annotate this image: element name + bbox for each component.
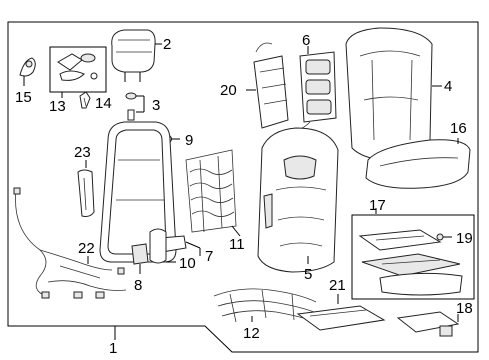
part-17-cushion-module (351, 208, 475, 300)
assembly-border (7, 21, 479, 353)
callout-2: 2 (163, 36, 171, 53)
part-14-bracket (79, 91, 91, 109)
part-19-clip (436, 233, 452, 241)
callout-17: 17 (369, 197, 386, 214)
part-2-headrest (111, 29, 162, 82)
callout-1: 1 (109, 340, 117, 357)
callout-22: 22 (78, 240, 95, 257)
callout-18: 18 (456, 300, 473, 317)
part-11-spring-mat (185, 149, 241, 237)
callout-5: 5 (304, 266, 312, 283)
part-6-lumbar-bladders (293, 46, 337, 130)
part-13-clip-set (49, 46, 107, 98)
part-22-wiring-harness (13, 187, 127, 299)
callout-labels: 1 2 3 4 5 6 7 8 9 10 11 12 13 14 15 16 1… (15, 32, 473, 357)
part-12-seat-wire-frame (213, 288, 317, 323)
part-23-side-panel (77, 160, 95, 217)
callout-9: 9 (185, 132, 193, 149)
callout-4: 4 (444, 78, 452, 95)
callout-21: 21 (329, 277, 346, 294)
callout-8: 8 (134, 277, 142, 294)
callout-14: 14 (95, 95, 112, 112)
part-20-lumbar-panel (246, 42, 289, 129)
part-8-recliner (131, 243, 149, 274)
callout-13: 13 (49, 98, 66, 115)
part-15-knob (19, 57, 36, 86)
callout-10: 10 (179, 255, 196, 272)
part-10-recliner-handle (149, 228, 176, 264)
callout-15: 15 (15, 89, 32, 106)
callout-12: 12 (243, 325, 260, 342)
callout-6: 6 (302, 32, 310, 49)
callout-11: 11 (229, 236, 245, 253)
callout-7: 7 (205, 248, 213, 265)
callout-20: 20 (220, 82, 237, 99)
part-16-seat-cushion-cover (365, 138, 471, 189)
part-21-seat-pad (296, 294, 386, 331)
part-3-headrest-guides (125, 92, 145, 121)
callout-16: 16 (450, 120, 467, 137)
part-5-seatback-foam (257, 127, 339, 273)
callout-23: 23 (74, 144, 91, 161)
callout-3: 3 (152, 97, 160, 114)
part-18-switch-module (396, 311, 460, 337)
callout-19: 19 (456, 230, 473, 247)
